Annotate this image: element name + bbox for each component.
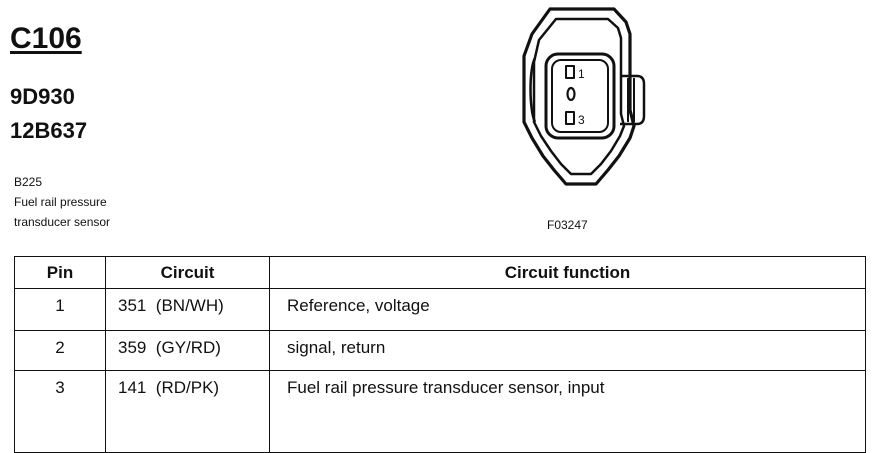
connector-outer-shell — [522, 7, 636, 186]
pin-cell: 3 — [14, 370, 106, 453]
pin-2-terminal — [566, 86, 576, 102]
function-cell: Fuel rail pressure transducer sensor, in… — [269, 370, 866, 453]
table-row: 3 141 (RD/PK) Fuel rail pressure transdu… — [14, 370, 866, 453]
circuit-header: Circuit — [105, 256, 270, 289]
pin-1-label: 1 — [578, 67, 585, 81]
connector-latch — [529, 57, 537, 123]
table-row: 2 359 (GY/RD) signal, return — [14, 330, 866, 371]
pin-1-terminal — [565, 65, 575, 79]
pin-3-terminal — [565, 111, 575, 125]
table-row: 1 351 (BN/WH) Reference, voltage — [14, 288, 866, 331]
connector-inner-face — [551, 59, 609, 133]
part-number-2: 12B637 — [10, 118, 88, 143]
circuit-cell: 141 (RD/PK) — [105, 370, 270, 453]
component-name-line-1: Fuel rail pressure — [14, 195, 107, 209]
function-cell: Reference, voltage — [269, 288, 866, 331]
pin-table: Pin Circuit Circuit function 1 351 (BN/W… — [14, 256, 866, 453]
component-info: B225 Fuel rail pressure transducer senso… — [14, 172, 110, 232]
connector-id: C106 — [10, 22, 82, 55]
connector-diagram: 1 3 — [522, 7, 646, 186]
circuit-cell: 351 (BN/WH) — [105, 288, 270, 331]
pin-header: Pin — [14, 256, 106, 289]
connector-face — [544, 52, 616, 140]
figure-code: F03247 — [547, 218, 588, 232]
function-header: Circuit function — [269, 256, 866, 289]
function-cell: signal, return — [269, 330, 866, 371]
part-number-1: 9D930 — [10, 84, 75, 109]
pin-cell: 1 — [14, 288, 106, 331]
circuit-cell: 359 (GY/RD) — [105, 330, 270, 371]
component-code: B225 — [14, 175, 43, 189]
connector-lock-tab — [620, 74, 646, 126]
table-header-row: Pin Circuit Circuit function — [14, 256, 866, 289]
component-name-line-2: transducer sensor — [14, 215, 111, 229]
pin-cell: 2 — [14, 330, 106, 371]
connector-mid-shell — [532, 17, 626, 176]
pin-3-label: 3 — [578, 113, 585, 127]
